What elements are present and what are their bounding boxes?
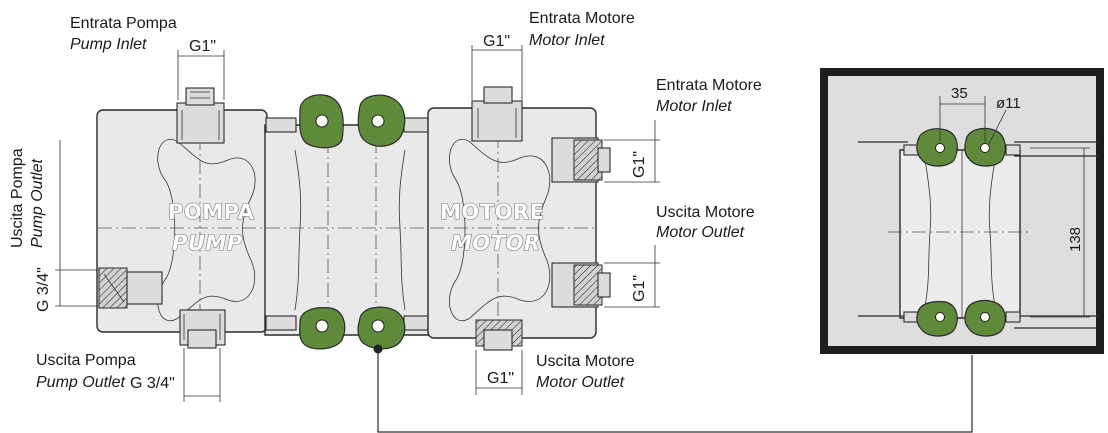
motor-inlet-top-size: G1": [483, 33, 510, 50]
motor-inlet-top-label-en: Motor Inlet: [529, 32, 605, 49]
detail-height-dim: 138: [1067, 227, 1084, 252]
coupling-spacer: [264, 115, 431, 336]
pump-inlet-label-en: Pump Inlet: [70, 36, 147, 53]
mount-bracket-bottom-left: [299, 307, 346, 350]
motor-outlet-side-label-it: Uscita Motore: [656, 204, 755, 221]
detail-bracket-top-right: [964, 127, 1006, 167]
detail-bracket-bottom-left: [916, 300, 958, 337]
motor-outlet-bottom-size: G1": [487, 370, 514, 387]
motor-inlet-top-port: [471, 86, 523, 142]
pump-outlet-side-label-en: Pump Outlet: [29, 159, 46, 248]
pump-label-en: PUMP: [172, 231, 243, 255]
bracket-detail-view: 35 ø11 138: [820, 68, 1104, 354]
mount-bracket-top-right: [357, 94, 406, 147]
pump-outlet-bottom-size: G 3/4": [130, 375, 175, 392]
pump-side-outlet-port: [98, 267, 163, 309]
motor-inlet-side-label-en: Motor Inlet: [656, 98, 732, 115]
pump-outlet-port: [179, 309, 226, 349]
pump-outlet-side-label-it: Uscita Pompa: [9, 148, 26, 248]
pump-outlet-bottom-label-it: Uscita Pompa: [36, 352, 136, 369]
motor-outlet-side-size: G1": [631, 275, 648, 302]
motor-outlet-side-label-en: Motor Outlet: [656, 224, 745, 241]
detail-bracket-top-left: [916, 128, 958, 167]
mount-bracket-bottom-right: [357, 306, 406, 350]
pump-inlet-size: G1": [189, 38, 216, 55]
detail-hole-diameter: ø11: [996, 95, 1021, 112]
motor-inlet-side-size: G1": [631, 151, 648, 178]
dimension-lines: [55, 45, 660, 402]
motor-label-en: MOTOR: [451, 231, 541, 255]
motor-outlet-side-port: [551, 262, 611, 308]
pump-inlet-port: [176, 87, 225, 144]
detail-bracket-bottom-right: [964, 299, 1006, 337]
pump-outlet-bottom-label-en: Pump Outlet: [36, 374, 125, 391]
port-labels: Entrata Pompa Pump Inlet G1" Entrata Mot…: [9, 10, 762, 392]
pump-label-it: POMPA: [168, 200, 255, 224]
motor-outlet-bottom-port: [475, 319, 523, 351]
motor-outlet-bottom-label-en: Motor Outlet: [536, 374, 625, 391]
detail-leader-line: [373, 344, 973, 433]
motor-label-it: MOTORE: [440, 200, 544, 224]
pump-outlet-side-size: G 3/4": [35, 267, 52, 312]
mount-bracket-top-left: [299, 94, 344, 149]
motor-inlet-top-label-it: Entrata Motore: [529, 10, 635, 27]
motor-inlet-side-port: [551, 137, 611, 183]
motor-outlet-bottom-label-it: Uscita Motore: [536, 353, 635, 370]
motor-inlet-side-label-it: Entrata Motore: [656, 77, 762, 94]
detail-spacing-dim: 35: [951, 85, 968, 102]
pump-inlet-label-it: Entrata Pompa: [70, 15, 177, 32]
